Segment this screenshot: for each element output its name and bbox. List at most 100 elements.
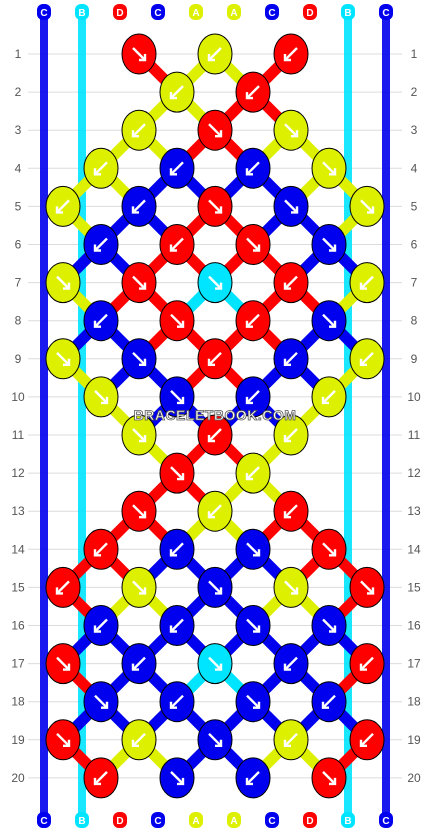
knot-arrow-head	[131, 206, 139, 214]
knot-arrow-head	[283, 54, 291, 62]
knot-arrow-head	[283, 435, 291, 443]
strand-label: C	[40, 8, 47, 19]
strand-label: A	[192, 816, 199, 827]
knot-arrow-head	[215, 130, 223, 138]
row-number-right: 6	[411, 238, 418, 252]
knot-arrow-shaft	[132, 504, 146, 519]
knot-arrow-head	[291, 130, 299, 138]
row-number-right: 11	[408, 428, 421, 442]
knot-arrow-head	[93, 244, 101, 252]
row-number-left: 10	[11, 390, 25, 404]
knot-arrow-shaft	[56, 351, 70, 366]
knot-arrow-shaft	[246, 771, 260, 785]
row-number-right: 4	[411, 161, 418, 175]
knot-arrow-shaft	[322, 618, 336, 633]
knot-arrow-shaft	[246, 694, 260, 709]
knot-arrow-head	[63, 358, 71, 366]
knot-arrow-head	[367, 206, 375, 214]
knot-arrow-shaft	[56, 275, 70, 290]
knot-arrow-head	[207, 435, 215, 443]
row-number-right: 3	[411, 123, 418, 137]
knot-arrow-head	[359, 358, 367, 366]
knot	[235, 147, 271, 189]
knot	[197, 109, 233, 151]
row-number-right: 18	[407, 695, 421, 709]
knot-arrow-head	[207, 511, 215, 519]
knot	[197, 33, 233, 75]
knot-arrow-head	[321, 396, 329, 405]
knot-arrow-head	[169, 549, 177, 557]
knot-arrow-head	[215, 663, 223, 671]
knot-arrow-shaft	[208, 199, 222, 214]
row-number-left: 7	[15, 276, 22, 290]
knot-arrow-shaft	[246, 618, 260, 633]
knot-arrow-shaft	[170, 618, 184, 633]
row-number-left: 18	[11, 695, 25, 709]
strand-label: C	[268, 816, 275, 827]
strand-label-badge	[227, 812, 241, 828]
knot-arrow-head	[329, 777, 337, 786]
knot-arrow-head	[215, 282, 223, 290]
knot	[273, 338, 309, 380]
knot-arrow-shaft	[170, 161, 184, 176]
knot-arrow-head	[93, 168, 101, 176]
knot-arrow-shaft	[170, 771, 184, 785]
knot	[45, 719, 81, 761]
row-number-right: 1	[411, 47, 418, 61]
strand-label: A	[192, 8, 199, 19]
knot	[349, 643, 385, 685]
knot	[273, 109, 309, 151]
knot-arrow-head	[169, 625, 177, 633]
knot	[121, 185, 157, 227]
knot-arrow-head	[329, 168, 337, 176]
knot-arrow-head	[93, 320, 101, 328]
knot	[121, 338, 157, 380]
strand-label: B	[344, 816, 351, 827]
knot-arrow-head	[321, 701, 329, 709]
knot-arrow-head	[283, 282, 291, 290]
knot-arrow-shaft	[284, 732, 298, 747]
row-number-left: 13	[11, 504, 25, 518]
strand-label-badge	[189, 4, 203, 20]
strand-label-badge	[37, 4, 51, 20]
knot	[311, 376, 347, 418]
row-number-right: 19	[407, 733, 421, 747]
knot	[121, 262, 157, 304]
row-number-right: 5	[411, 199, 418, 213]
knot-arrow-shaft	[132, 351, 146, 366]
strand-label: A	[230, 8, 237, 19]
knot-grid	[45, 33, 385, 799]
knot	[159, 757, 195, 799]
knot-arrow-shaft	[208, 275, 222, 290]
knot	[235, 605, 271, 646]
knot	[197, 490, 233, 532]
knot	[235, 681, 271, 723]
strand-label: C	[40, 816, 47, 827]
knot-arrow-shaft	[246, 390, 260, 404]
knot-arrow-head	[169, 92, 177, 100]
knot	[273, 414, 309, 456]
knot	[45, 566, 81, 608]
knot	[159, 71, 195, 113]
knot	[311, 224, 347, 265]
knot-arrow-shaft	[246, 85, 260, 99]
strand-label: C	[268, 8, 275, 19]
row-number-right: 7	[411, 276, 418, 290]
knot	[121, 719, 157, 761]
knot-arrow-head	[139, 587, 147, 595]
knot	[83, 681, 119, 723]
knot	[197, 719, 233, 761]
knot	[235, 452, 271, 494]
knot	[349, 185, 385, 227]
row-number-left: 1	[15, 47, 22, 61]
knot-arrow-shaft	[56, 732, 70, 747]
knot	[273, 185, 309, 227]
knot-arrow-head	[253, 549, 261, 557]
knot-arrow-head	[215, 587, 223, 595]
strand-label: D	[116, 8, 123, 19]
knot-arrow-head	[291, 206, 299, 214]
knot-arrow-shaft	[322, 237, 336, 252]
knot-arrow-head	[245, 320, 253, 328]
knot-arrow-head	[329, 625, 337, 633]
